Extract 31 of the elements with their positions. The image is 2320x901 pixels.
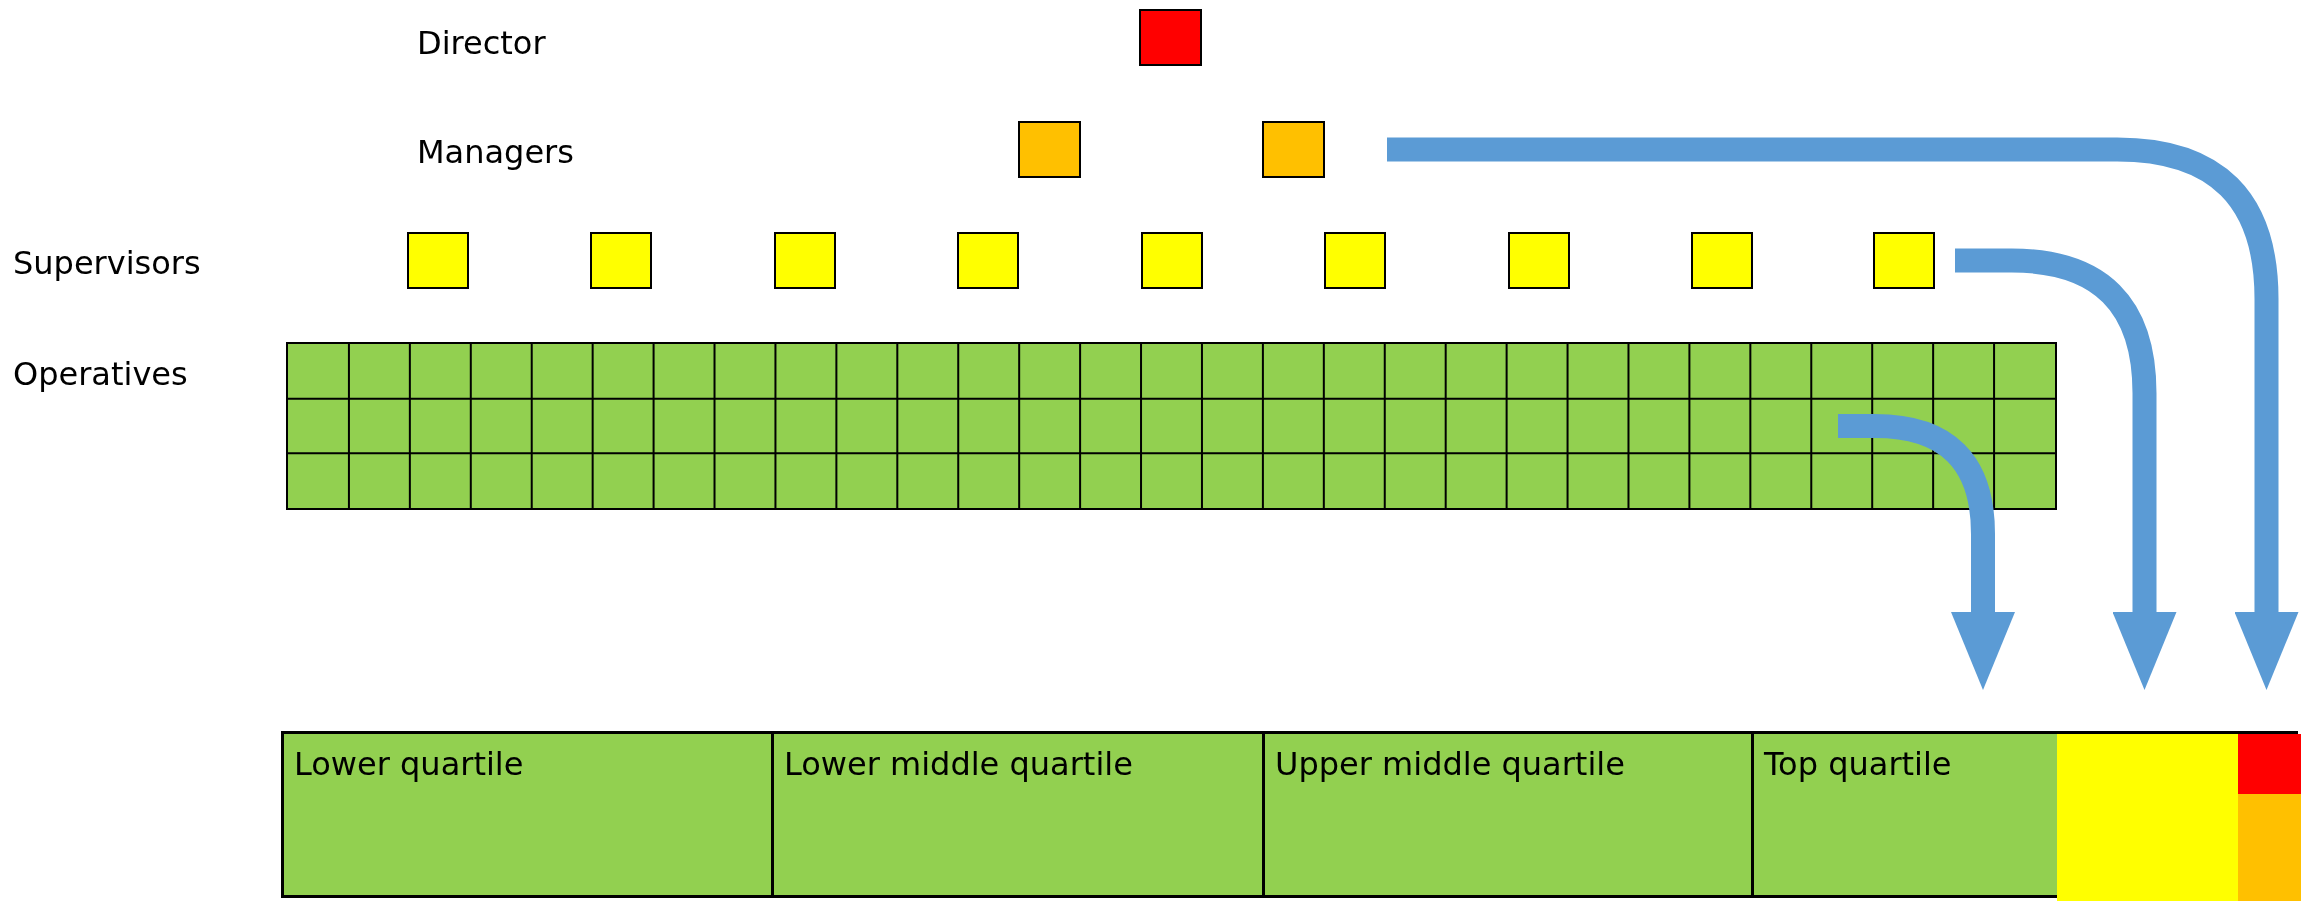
quartile-segment	[281, 731, 771, 898]
supervisor-square	[1141, 232, 1203, 289]
supervisor-square	[957, 232, 1019, 289]
arrow	[1838, 414, 2015, 690]
quartile-label: Top quartile	[1764, 748, 1952, 780]
arrow	[1955, 248, 2177, 690]
level-label: Director	[417, 27, 546, 59]
quartile-segment	[771, 731, 1262, 898]
pay-band	[2057, 734, 2238, 901]
director-square	[1139, 9, 1202, 66]
arrow	[1387, 137, 2299, 690]
quartile-label: Lower middle quartile	[784, 748, 1133, 780]
supervisor-square	[1691, 232, 1753, 289]
pay-band	[2238, 794, 2301, 901]
supervisor-square	[774, 232, 836, 289]
supervisor-square	[1508, 232, 1570, 289]
level-label: Managers	[417, 136, 574, 168]
supervisor-square	[407, 232, 469, 289]
manager-square	[1262, 121, 1325, 178]
supervisor-square	[590, 232, 652, 289]
quartile-segment	[1262, 731, 1751, 898]
quartile-label: Upper middle quartile	[1275, 748, 1625, 780]
manager-square	[1018, 121, 1081, 178]
operative-grid	[286, 342, 2057, 510]
level-label: Supervisors	[13, 247, 201, 279]
supervisor-square	[1873, 232, 1935, 289]
quartile-segment	[1751, 731, 2298, 898]
quartile-label: Lower quartile	[294, 748, 524, 780]
pay-band	[2238, 734, 2301, 794]
level-label: Operatives	[13, 358, 188, 390]
supervisor-square	[1324, 232, 1386, 289]
